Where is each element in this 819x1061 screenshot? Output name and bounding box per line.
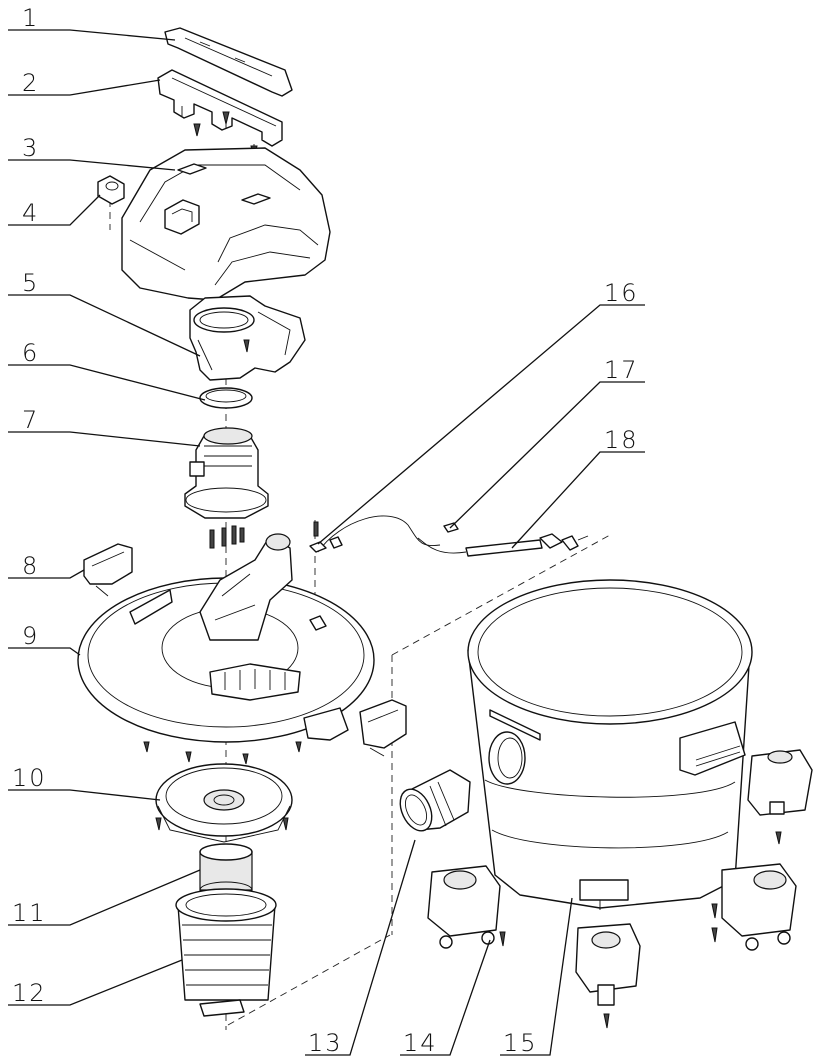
callout-14: 14 bbox=[403, 1029, 438, 1057]
part-13-hose-adapter bbox=[394, 770, 470, 836]
callout-18: 18 bbox=[604, 426, 639, 454]
callout-15: 15 bbox=[503, 1029, 538, 1057]
callout-16: 16 bbox=[604, 279, 639, 307]
part-8-latch-left bbox=[84, 544, 132, 596]
part-14-caster-right bbox=[712, 864, 796, 950]
part-6-gasket-ring bbox=[200, 388, 252, 408]
part-4-power-switch bbox=[98, 176, 124, 204]
part-18-power-cord bbox=[418, 534, 588, 556]
callout-3: 3 bbox=[22, 134, 39, 162]
callout-12: 12 bbox=[12, 979, 47, 1007]
part-15-tank bbox=[468, 580, 752, 910]
callout-17: 17 bbox=[604, 356, 639, 384]
callout-1: 1 bbox=[22, 4, 39, 32]
part-14-caster-left bbox=[428, 866, 505, 948]
callout-13: 13 bbox=[308, 1029, 343, 1057]
part-14-caster-back bbox=[748, 750, 812, 844]
part-12-filter-cage bbox=[176, 889, 276, 1016]
callout-5: 5 bbox=[22, 269, 39, 297]
callout-2: 2 bbox=[22, 69, 39, 97]
part-3-motor-cover bbox=[122, 148, 330, 300]
part-5-motor-housing bbox=[190, 296, 305, 380]
callout-9: 9 bbox=[22, 622, 39, 650]
callout-7: 7 bbox=[22, 406, 39, 434]
callout-10: 10 bbox=[12, 764, 47, 792]
part-14-caster-front bbox=[576, 924, 640, 1028]
callout-4: 4 bbox=[22, 199, 39, 227]
callout-6: 6 bbox=[22, 339, 39, 367]
callout-11: 11 bbox=[12, 899, 47, 927]
part-8-latch-right bbox=[360, 700, 406, 756]
callout-8: 8 bbox=[22, 552, 39, 580]
